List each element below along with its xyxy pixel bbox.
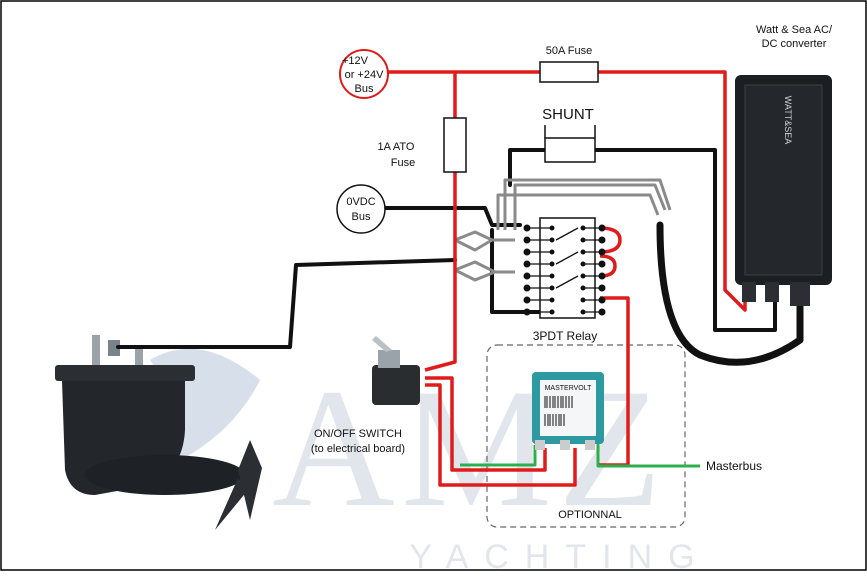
optional-zone — [486, 344, 686, 528]
relay-contact-lines — [527, 227, 602, 313]
converter-gland-2 — [765, 282, 779, 302]
relay-3pdt: 3PDT Relay — [523, 217, 606, 343]
wire-switch-return — [425, 383, 577, 487]
positive-bus: +12V or +24V Bus — [339, 49, 389, 99]
zero-bus: 0VDC Bus — [336, 184, 386, 234]
device-terminal-2 — [560, 440, 570, 450]
signal-wires — [453, 178, 672, 282]
wire-signal-1 — [513, 183, 667, 230]
positive-bus-circle — [339, 49, 389, 99]
fuse-ato-label-2: Fuse — [391, 157, 415, 169]
wire-masterbus-left — [460, 445, 537, 467]
negative-wires — [116, 148, 804, 366]
positive-bus-label-3: Bus — [355, 83, 374, 95]
device-brand: MASTERVOLT — [545, 385, 593, 392]
zero-bus-label-2: Bus — [352, 211, 371, 223]
fuse-ato-body — [443, 117, 467, 173]
wire-hydro-cable — [116, 258, 457, 349]
positive-wires — [388, 70, 747, 487]
masterbus-wires — [460, 440, 700, 468]
switch-label-1: ON/OFF SWITCH — [314, 428, 402, 440]
wire-50a-fuse-to-converter — [598, 70, 747, 312]
fuse-50a-label: 50A Fuse — [546, 45, 592, 57]
converter-fins — [744, 84, 823, 276]
hydro-flange — [55, 365, 195, 381]
wire-relay-jumper-2 — [599, 254, 617, 278]
optional-label: OPTIONNAL — [558, 509, 622, 521]
shunt-body — [544, 137, 596, 163]
switch-collar — [378, 350, 400, 368]
wire-shunt-to-converter — [593, 148, 777, 332]
relay-body — [539, 217, 596, 319]
switch-lever — [372, 336, 392, 352]
wire-signal-2 — [503, 178, 672, 230]
converter-label-1: Watt & Sea AC/ — [756, 24, 833, 36]
shunt-terminals — [544, 125, 596, 138]
fuse-ato-label-1: 1A ATO — [378, 141, 415, 153]
fuse-ato: 1A ATO Fuse — [378, 117, 467, 173]
hydro-rod-left — [92, 335, 100, 370]
wire-converter-main-cable — [656, 221, 804, 366]
wire-relay-jumper-1 — [599, 226, 622, 254]
watermark-subtitle: YACHTING — [409, 538, 710, 571]
device-terminal-1 — [535, 440, 545, 450]
device-barcode — [544, 396, 573, 426]
fuse-50a: 50A Fuse — [539, 45, 599, 83]
wire-signal-joins — [492, 238, 515, 274]
converter-label-2: DC converter — [762, 38, 827, 50]
masterbus-interface: MASTERVOLT — [532, 372, 604, 450]
hydro-connector — [108, 340, 120, 356]
hydrogenerator — [55, 335, 262, 530]
switch-base — [372, 365, 420, 405]
device-label-panel — [540, 380, 596, 436]
masterbus-label: Masterbus — [706, 459, 762, 473]
positive-bus-label-1: +12V — [342, 55, 369, 67]
wire-masterbus-right — [596, 440, 700, 468]
wire-signal-3 — [496, 193, 660, 230]
hydro-propeller-blade-2 — [215, 478, 248, 530]
converter-gland-1 — [742, 282, 756, 302]
device-terminal-3 — [585, 440, 595, 450]
zero-bus-label-1: 0VDC — [346, 196, 375, 208]
wire-shunt-left — [508, 148, 547, 187]
fuse-50a-body — [539, 61, 599, 83]
converter-gland-3 — [790, 282, 810, 306]
hydro-pod — [85, 455, 245, 495]
wire-switch-to-device — [425, 376, 547, 472]
converter: WATT&SEA Watt & Sea AC/ DC converter — [735, 24, 833, 306]
positive-bus-label-2: or +24V — [345, 69, 384, 81]
hydro-rod-right — [135, 345, 143, 370]
relay-label: 3PDT Relay — [533, 329, 597, 343]
wire-ato-fuse-to-switch — [424, 172, 457, 372]
shunt-label: SHUNT — [542, 106, 594, 123]
shunt: SHUNT — [542, 106, 596, 163]
zero-bus-circle — [336, 184, 386, 234]
hydro-propeller-blade-1 — [238, 440, 262, 520]
converter-brand: WATT&SEA — [783, 96, 793, 145]
switch-label-2: (to electrical board) — [311, 443, 405, 455]
on-off-switch: ON/OFF SWITCH (to electrical board) — [311, 336, 420, 455]
